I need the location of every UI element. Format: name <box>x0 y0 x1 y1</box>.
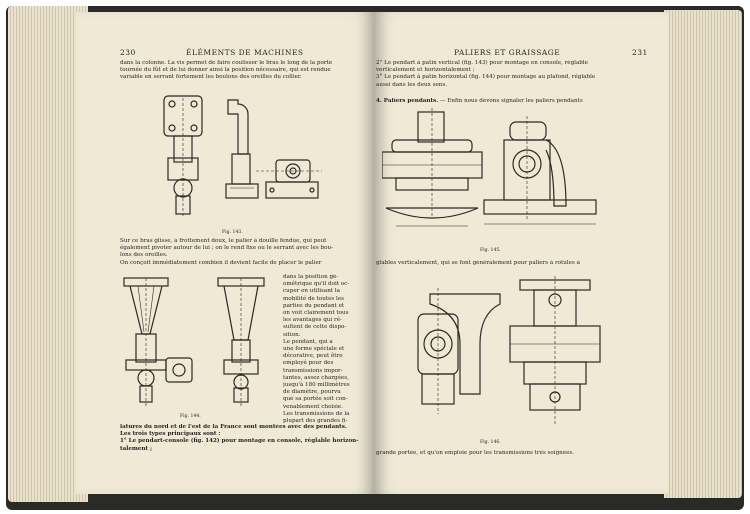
figure-145-drawing <box>382 108 662 238</box>
text-line: sition. <box>283 331 301 338</box>
left-para-1: dans la colonne. La vis permet de faire … <box>120 60 370 82</box>
text-line: décorative, peut être <box>283 353 343 360</box>
text-line: plupart des grandes fi- <box>283 418 348 425</box>
figure-146-drawing <box>410 274 630 434</box>
text-line: une forme spéciale et <box>283 346 345 353</box>
text-line: Les transmissions de la <box>283 410 350 417</box>
right-para-2: glables verticalement, qui se font génér… <box>376 260 580 266</box>
text-line: on voit clairement tous <box>283 310 349 317</box>
section-text: — Enfin nous devons signaler les paliers… <box>438 98 583 104</box>
text-line: 1° Le pendart-console (fig. 142) pour mo… <box>120 438 359 445</box>
section-heading-line: 4. Paliers pendants. — Enfin nous devons… <box>376 98 662 105</box>
left-page: 230 ÉLÉMENTS DE MACHINES dans la colonne… <box>76 12 374 494</box>
right-page-number: 231 <box>632 48 648 57</box>
section-title: 4. Paliers pendants. <box>376 98 439 104</box>
page-edges-right <box>664 10 742 498</box>
text-line: 3° Le pendart à patin horizontal (fig. 1… <box>376 74 596 81</box>
left-column-text: dans la position gé- ométrique qu'il doi… <box>283 274 373 425</box>
text-line: venablement choisie. <box>283 403 343 410</box>
text-line: de diamètre, pourvu <box>283 389 341 396</box>
text-line: talement ; <box>120 445 153 452</box>
figure-143-drawing <box>156 88 326 228</box>
text-line: lons des oreilles. <box>120 252 168 259</box>
text-line: également pivoter autour de lui ; on le … <box>120 245 333 252</box>
text-line: ométrique qu'il doit oc- <box>283 281 350 288</box>
text-line: sultent de cette dispo- <box>283 324 347 331</box>
text-line: Sur ce bras glisse, à frottement doux, l… <box>120 238 327 244</box>
figure-143-caption: Fig. 143. <box>222 230 243 235</box>
right-page: PALIERS ET GRAISSAGE 231 2° Le pendart à… <box>374 12 668 494</box>
text-line: que sa portée soit con- <box>283 396 348 403</box>
text-line: Les trois types principaux sont : <box>120 431 221 438</box>
text-line: On conçoit immédiatement combien il devi… <box>120 259 322 266</box>
right-running-head: PALIERS ET GRAISSAGE <box>454 48 561 57</box>
text-line: dans la colonne. La vis permet de faire … <box>120 60 333 66</box>
text-line: 2° Le pendart à patin vertical (fig. 143… <box>376 60 588 66</box>
text-line: latures du nord et de l'est de la France… <box>120 424 347 430</box>
figure-145-caption: Fig. 145. <box>480 248 501 253</box>
text-line: jusqu'à 180 millimètres <box>283 382 350 389</box>
figure-146-caption: Fig. 146. <box>480 440 501 445</box>
text-line: cuper en utilisant la <box>283 288 340 295</box>
left-page-number: 230 <box>120 48 136 57</box>
text-line: dans la position gé- <box>283 274 339 280</box>
text-line: parties du pendant et <box>283 302 345 309</box>
text-line: mobilité de toutes les <box>283 295 345 302</box>
text-line: les avantages qui ré- <box>283 317 342 324</box>
text-line: verticalement et horizontalement ; <box>376 67 475 74</box>
text-line: employé pour des <box>283 360 334 367</box>
text-line: aussi dans les deux sens. <box>376 81 448 88</box>
text-line: Le pendant, qui a <box>283 338 333 345</box>
page-edges-left <box>8 6 88 502</box>
left-para-3: latures du nord et de l'est de la France… <box>120 424 370 453</box>
text-line: tournée du fût et de lui donner ainsi la… <box>120 67 331 74</box>
text-line: transmissions impor- <box>283 367 343 374</box>
text-line: variable en serrant fortement les boulon… <box>120 74 302 81</box>
left-para-2: Sur ce bras glisse, à frottement doux, l… <box>120 238 370 267</box>
right-para-3: grande portée, et qu'on emploie pour les… <box>376 450 575 456</box>
figure-144-caption: Fig. 144. <box>180 414 201 419</box>
left-running-head: ÉLÉMENTS DE MACHINES <box>186 48 304 57</box>
text-line: tantes, assez chargées, <box>283 374 349 381</box>
right-para-1: 2° Le pendart à patin vertical (fig. 143… <box>376 60 662 89</box>
figure-144-drawing <box>120 274 280 414</box>
